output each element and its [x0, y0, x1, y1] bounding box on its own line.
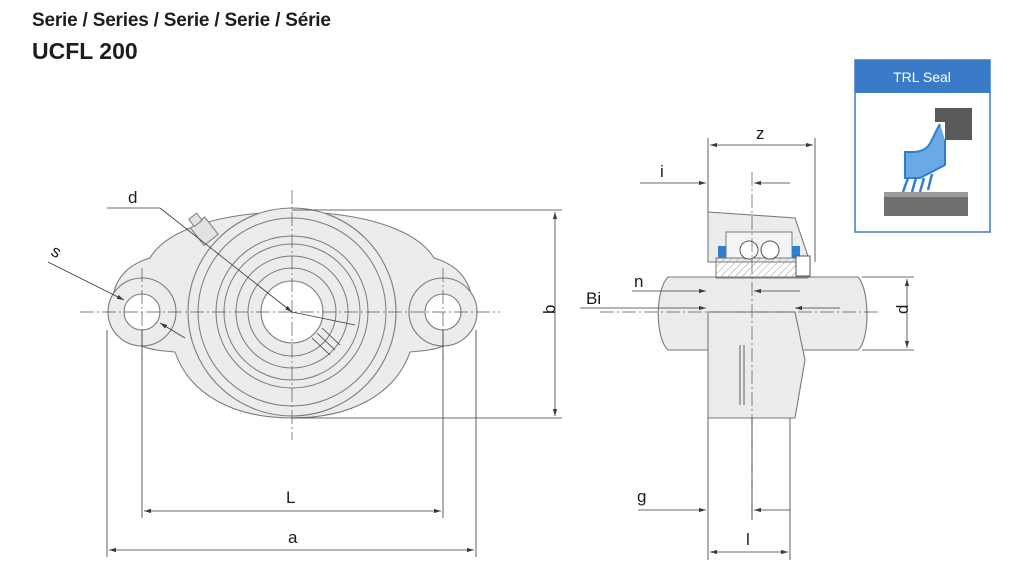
side-view: z i n Bi d g l [580, 124, 914, 560]
dim-label-l: l [746, 530, 750, 549]
grease-nipple [188, 212, 219, 247]
seal-left [718, 246, 726, 258]
ball-right [760, 240, 780, 260]
outer-ring [725, 231, 793, 259]
trl-seal-header [855, 60, 990, 93]
dim-label-d: d [128, 188, 137, 207]
inner-ring [715, 257, 809, 279]
series-title: Serie / Series / Serie / Serie / Série [32, 10, 331, 31]
dim-label-g: g [637, 487, 646, 506]
dim-label-z: z [756, 124, 765, 143]
ball-left [739, 240, 759, 260]
seal-housing-corner [935, 108, 972, 140]
front-view: d s b L a [47, 188, 562, 557]
trl-seal-title: TRL Seal [893, 69, 951, 85]
set-screw [311, 327, 341, 356]
side-set-screw [795, 255, 811, 277]
dim-label-n: n [634, 272, 643, 291]
dim-label-s: s [48, 241, 64, 262]
dim-label-Bi: Bi [586, 289, 601, 308]
housing-lower [707, 311, 806, 419]
dim-label-i: i [660, 162, 664, 181]
seal-lip [904, 123, 946, 179]
dim-label-d-side: d [893, 305, 912, 314]
dim-label-b: b [540, 305, 559, 314]
trl-seal-box: TRL Seal [854, 59, 991, 233]
dim-label-a: a [288, 528, 298, 547]
model-title: UCFL 200 [32, 38, 138, 64]
dim-label-L: L [286, 488, 295, 507]
seal-right [792, 246, 800, 258]
